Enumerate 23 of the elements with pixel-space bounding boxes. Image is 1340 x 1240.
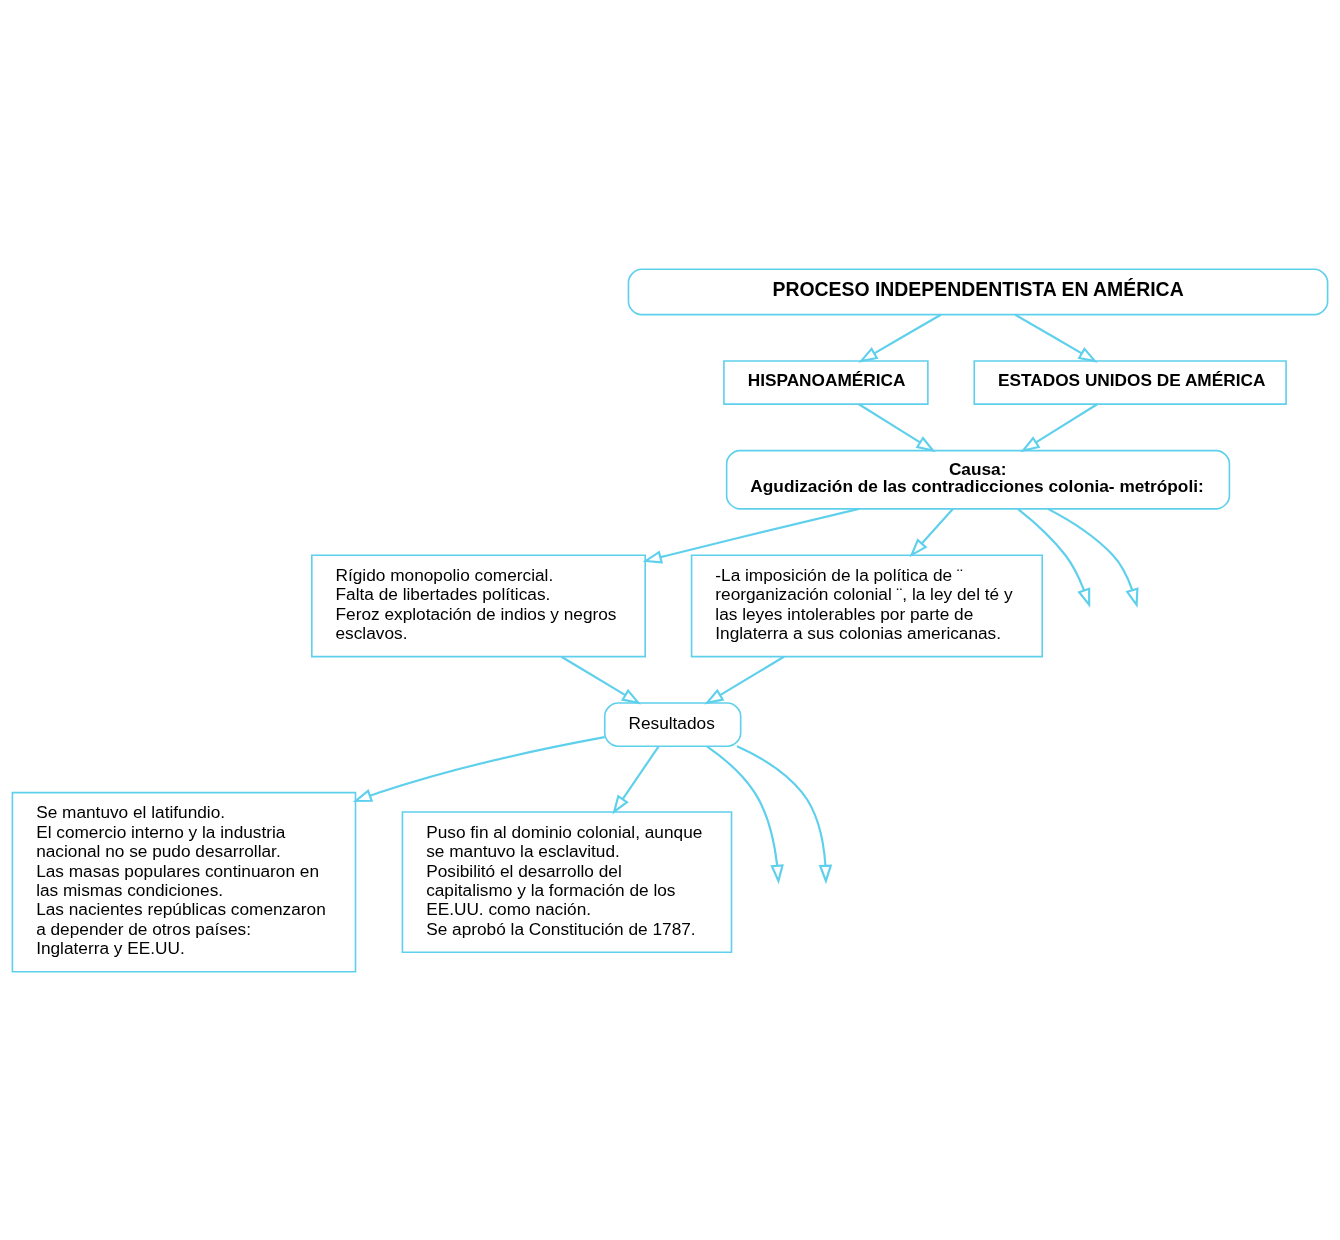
node-box: Puso fin al dominio colonial, aunque se mantuvo la esclavitud. Posibilitó el desarrollo del capitalismo y la formación de los EE.UU. como nación. Se aprobó la Constitución de 1787. — [401, 810, 733, 953]
node-box: Se mantuvo el latifundio. El comercio interno y la industria nacional no se pudo desarrollar. Las masas populares continuaron en las mismas condiciones. Las nacientes repúblicas comenzaron a depender de otros países: Inglaterra y EE.UU. — [11, 791, 357, 972]
arrow — [909, 507, 954, 557]
arrow — [858, 402, 936, 452]
node-box: -La imposición de la política de ¨ reorganización colonial ¨, la ley del té y las leyes intolerables por parte de Inglaterra a sus colonias americanas. — [690, 553, 1044, 657]
arrow — [560, 655, 642, 705]
node-box: Rígido monopolio comercial. Falta de libertades políticas. Feroz explotación de indios y negros esclavos. — [311, 553, 646, 657]
arrow — [1014, 313, 1098, 363]
node-box: HISPANOAMÉRICA — [723, 359, 929, 405]
node-box: Resultados — [603, 701, 742, 747]
arrow — [642, 507, 860, 564]
arrow — [612, 745, 660, 814]
arrow — [704, 655, 785, 705]
arrow — [1017, 507, 1091, 608]
arrow — [1047, 507, 1139, 608]
arrow — [858, 313, 942, 363]
arrow — [736, 744, 833, 884]
arrow — [1020, 402, 1098, 452]
node-box: PROCESO INDEPENDENTISTA EN AMÉRICA — [627, 268, 1329, 315]
node-box: ESTADOS UNIDOS DE AMÉRICA — [973, 359, 1287, 405]
node-box: Causa: Agudización de las contradicciones colonia- metrópoli: — [725, 449, 1231, 510]
arrow — [706, 744, 784, 884]
arrow — [352, 735, 605, 802]
